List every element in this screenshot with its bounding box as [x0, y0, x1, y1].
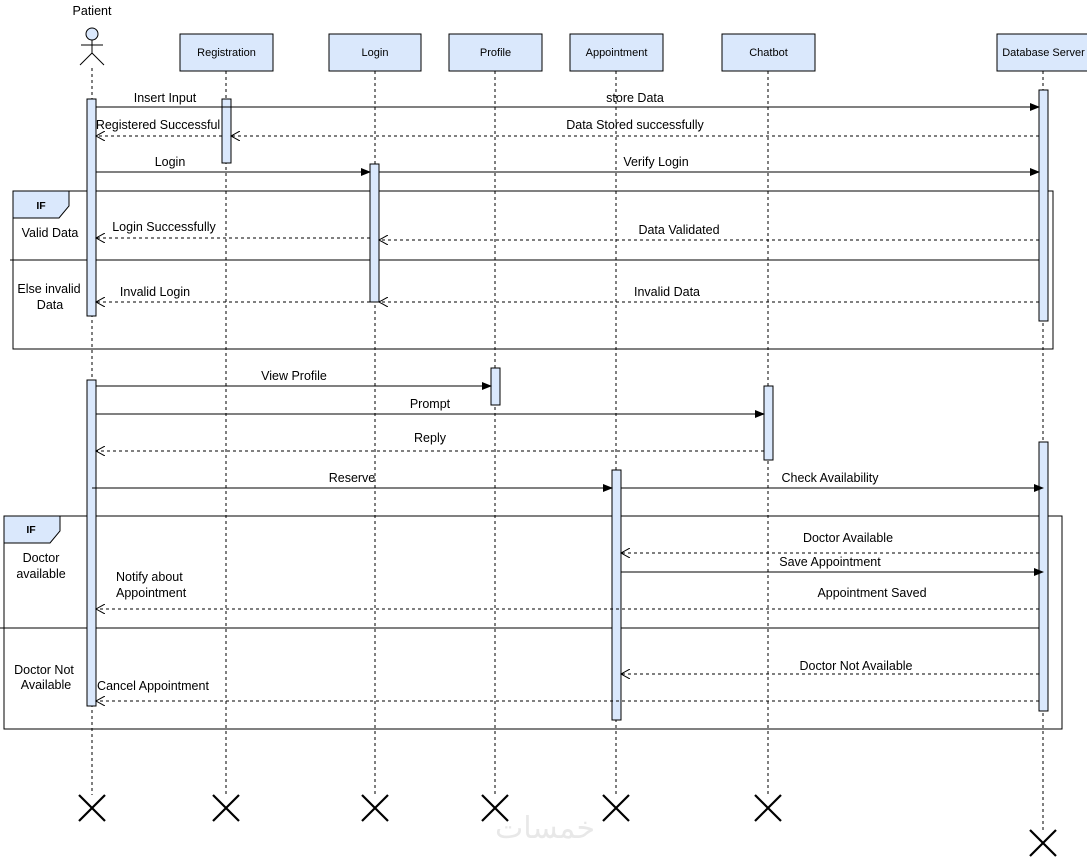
profile-destroy-icon — [481, 794, 509, 822]
patient-activation-1 — [86, 98, 97, 317]
if-fragment-availability: IF Doctor available Doctor Not Available — [0, 515, 1063, 730]
registration-label: Registration — [197, 47, 256, 59]
destruction-marks — [78, 794, 1057, 857]
notify-line1-label: Notify about — [116, 570, 183, 584]
if-tag-login: IF — [36, 200, 46, 212]
check-availability-label: Check Availability — [781, 471, 879, 485]
reply-label: Reply — [414, 431, 447, 445]
chatbot-activation — [763, 385, 774, 461]
guard-valid-data: Valid Data — [22, 226, 79, 240]
patient-actor: Patient — [73, 4, 112, 66]
database-destroy-icon — [1029, 829, 1057, 857]
registration-destroy-icon — [212, 794, 240, 822]
messages: Insert Input store Data Registered Succe… — [92, 91, 1044, 701]
registered-successful-label: Registered Successful — [96, 118, 220, 132]
guard-doctor-not-available-line1: Doctor Not — [14, 663, 74, 677]
guard-else-invalid-line1: Else invalid — [17, 282, 80, 296]
database-participant: Database Server — [996, 33, 1087, 72]
profile-participant: Profile — [448, 33, 543, 72]
save-appointment-label: Save Appointment — [779, 555, 881, 569]
if-fragment-login: IF Valid Data Else invalid Data — [10, 190, 1054, 350]
lifelines — [91, 68, 1044, 830]
registration-activation — [221, 98, 232, 164]
appointment-participant: Appointment — [569, 33, 664, 72]
if-tag-availability: IF — [26, 524, 36, 536]
login-participant: Login — [328, 33, 422, 72]
cancel-appointment-label: Cancel Appointment — [97, 679, 209, 693]
database-label: Database Server — [1002, 47, 1085, 59]
appointment-activation — [611, 469, 622, 721]
login-successfully-label: Login Successfully — [112, 220, 216, 234]
reserve-label: Reserve — [329, 471, 376, 485]
guard-doctor-not-available-line2: Available — [21, 678, 72, 692]
verify-login-label: Verify Login — [623, 155, 688, 169]
appointment-saved-label: Appointment Saved — [817, 586, 926, 600]
doctor-not-available-label: Doctor Not Available — [799, 659, 912, 673]
notify-line2-label: Appointment — [116, 586, 187, 600]
patient-activation-2 — [86, 379, 97, 707]
data-stored-label: Data Stored successfully — [566, 118, 704, 132]
guard-doctor-available-line2: available — [16, 567, 65, 581]
view-profile-label: View Profile — [261, 369, 327, 383]
appointment-destroy-icon — [602, 794, 630, 822]
patient-destroy-icon — [78, 794, 106, 822]
insert-input-label: Insert Input — [134, 91, 197, 105]
data-validated-label: Data Validated — [638, 223, 719, 237]
watermark-text: خمسات — [495, 811, 595, 846]
chatbot-participant: Chatbot — [721, 33, 816, 72]
login-label: Login — [362, 47, 389, 59]
prompt-label: Prompt — [410, 397, 451, 411]
invalid-login-label: Invalid Login — [120, 285, 190, 299]
invalid-data-label: Invalid Data — [634, 285, 700, 299]
guard-doctor-available-line1: Doctor — [23, 551, 60, 565]
store-data-label: store Data — [606, 91, 664, 105]
guard-else-invalid-line2: Data — [37, 298, 63, 312]
database-activation-1 — [1038, 89, 1049, 322]
appointment-label: Appointment — [586, 47, 648, 59]
profile-label: Profile — [480, 47, 511, 59]
profile-activation — [490, 367, 501, 406]
chatbot-label: Chatbot — [749, 47, 788, 59]
login-message-label: Login — [155, 155, 186, 169]
patient-label: Patient — [73, 4, 112, 18]
doctor-available-label: Doctor Available — [803, 531, 893, 545]
registration-participant: Registration — [179, 33, 274, 72]
login-destroy-icon — [361, 794, 389, 822]
database-activation-2 — [1038, 441, 1049, 712]
activation-bars — [86, 89, 1049, 721]
chatbot-destroy-icon — [754, 794, 782, 822]
login-activation — [369, 163, 380, 303]
